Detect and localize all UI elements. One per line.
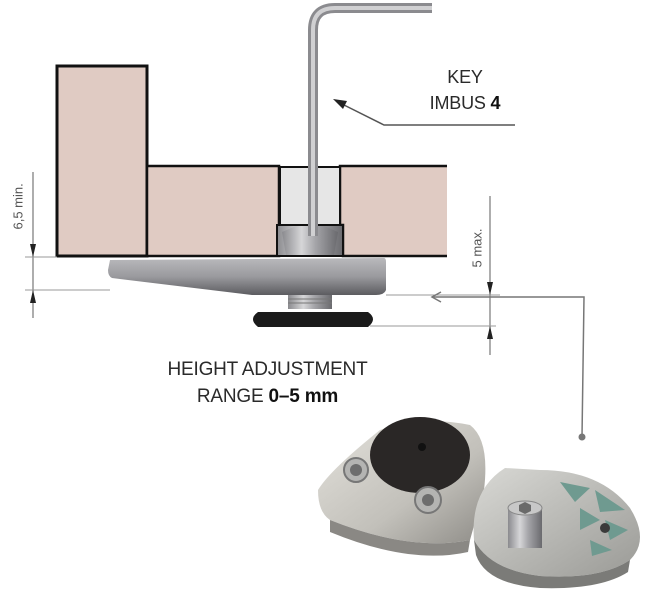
allen-key xyxy=(308,3,432,236)
height-label-line1: HEIGHT ADJUSTMENT xyxy=(167,359,368,380)
panel-horizontal-right xyxy=(338,164,447,258)
base-plate xyxy=(108,258,386,295)
adjust-thread xyxy=(288,295,332,309)
rubber-pad xyxy=(253,312,373,327)
dimension-right xyxy=(370,196,500,355)
key-label-line1: KEY xyxy=(447,67,483,87)
product-foot-bottom-view xyxy=(473,468,640,589)
dimension-left-label: 6,5 min. xyxy=(10,183,26,230)
key-label: KEY IMBUS 4 xyxy=(415,64,515,116)
height-label-line2: RANGE 0–5 mm xyxy=(196,386,339,407)
dimension-left xyxy=(25,172,110,318)
dimension-right-label: 5 max. xyxy=(469,228,485,268)
product-leader-line xyxy=(430,291,586,441)
key-leader-line xyxy=(333,99,515,126)
panel-vertical xyxy=(55,64,149,258)
panel-horizontal-left xyxy=(145,164,281,258)
key-label-line2: IMBUS 4 xyxy=(429,93,501,113)
height-adjustment-label: HEIGHT ADJUSTMENT RANGE 0–5 mm xyxy=(160,356,375,410)
product-foot-top-view xyxy=(318,417,486,556)
